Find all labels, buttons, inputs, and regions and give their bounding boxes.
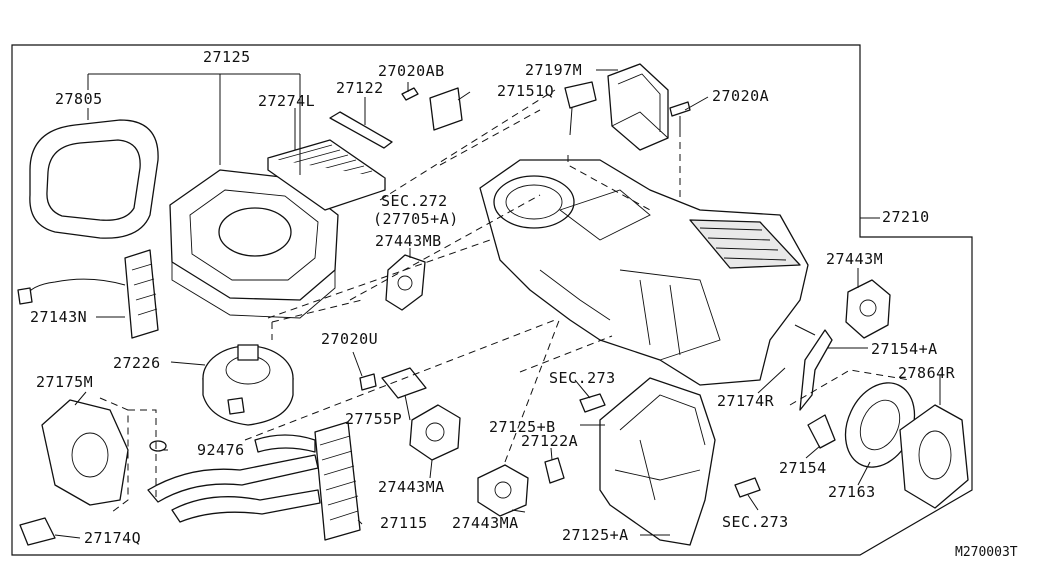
assembly-frame — [11, 44, 973, 556]
part-sensor-connector — [564, 81, 597, 136]
label-27210: 27210 — [882, 208, 930, 226]
part-sec273-gasket-b — [734, 477, 761, 498]
part-27210-heater-unit — [479, 159, 809, 386]
label-27274L: 27274L — [258, 92, 315, 110]
label-27154: 27154 — [779, 459, 827, 477]
label-sec273-upper: SEC.273 — [549, 369, 616, 387]
label-27175M: 27175M — [36, 373, 93, 391]
leader-lines — [54, 69, 941, 539]
part-27443MA-actuator-2 — [477, 464, 529, 517]
label-27154A: 27154+A — [871, 340, 938, 358]
label-27226: 27226 — [113, 354, 161, 372]
part-27154A-linkage — [794, 324, 833, 411]
part-27443M-actuator — [845, 279, 891, 339]
label-sec273-lower: SEC.273 — [722, 513, 789, 531]
part-27122-strip — [329, 111, 393, 149]
label-sec272-sub: (27705+A) — [373, 210, 459, 228]
label-sec272: SEC.272 — [381, 192, 448, 210]
part-27443MA-actuator-1 — [409, 404, 461, 461]
label-27122A: 27122A — [521, 432, 578, 450]
part-27174Q-seal — [19, 517, 56, 546]
label-27151Q: 27151Q — [497, 82, 554, 100]
part-27805-seal-frame — [29, 119, 159, 239]
label-27864R: 27864R — [898, 364, 956, 382]
part-27226-blower-motor — [202, 344, 294, 426]
part-sec273-gasket-a — [579, 393, 606, 413]
label-27125: 27125 — [203, 48, 251, 66]
part-27151Q-bracket — [429, 87, 463, 131]
part-27154-lever — [807, 414, 836, 449]
drawing-code: M270003T — [955, 545, 1018, 560]
part-27175M-duct — [41, 399, 129, 506]
label-27122: 27122 — [336, 79, 384, 97]
part-27143N-harness — [17, 249, 159, 339]
part-27125-intake-housing — [169, 169, 339, 319]
label-27755P: 27755P — [345, 410, 402, 428]
label-27443MB: 27443MB — [375, 232, 442, 250]
part-27020A-screw — [669, 101, 691, 130]
part-27443MB-actuator — [385, 254, 426, 311]
label-27443MA-upper: 27443MA — [378, 478, 445, 496]
label-27174R: 27174R — [717, 392, 775, 410]
part-27020AB-screw — [401, 87, 419, 101]
part-27115-heater-core — [147, 421, 361, 541]
label-27020AB: 27020AB — [378, 62, 445, 80]
part-27197M-cover — [607, 63, 669, 151]
part-92476-grommet — [149, 440, 167, 452]
label-27020U: 27020U — [321, 330, 378, 348]
label-27125B: 27125+B — [489, 418, 556, 436]
label-27143N: 27143N — [30, 308, 87, 326]
label-27197M: 27197M — [525, 61, 582, 79]
part-27755P-gasket — [381, 367, 427, 399]
label-27163: 27163 — [828, 483, 876, 501]
part-27125A-lower-case — [599, 377, 716, 546]
label-27443MA-lower: 27443MA — [452, 514, 519, 532]
label-27125A: 27125+A — [562, 526, 629, 544]
label-92476: 92476 — [197, 441, 245, 459]
label-27115: 27115 — [380, 514, 428, 532]
part-27122A-plug — [544, 457, 565, 484]
part-27864R-cover — [899, 404, 969, 509]
label-27174Q: 27174Q — [84, 529, 141, 547]
label-27805: 27805 — [55, 90, 103, 108]
part-27020U-clip — [359, 373, 377, 391]
part-27274L-filter — [267, 139, 386, 211]
label-27443M: 27443M — [826, 250, 883, 268]
label-27020A: 27020A — [712, 87, 769, 105]
dashed-lines — [99, 89, 911, 513]
